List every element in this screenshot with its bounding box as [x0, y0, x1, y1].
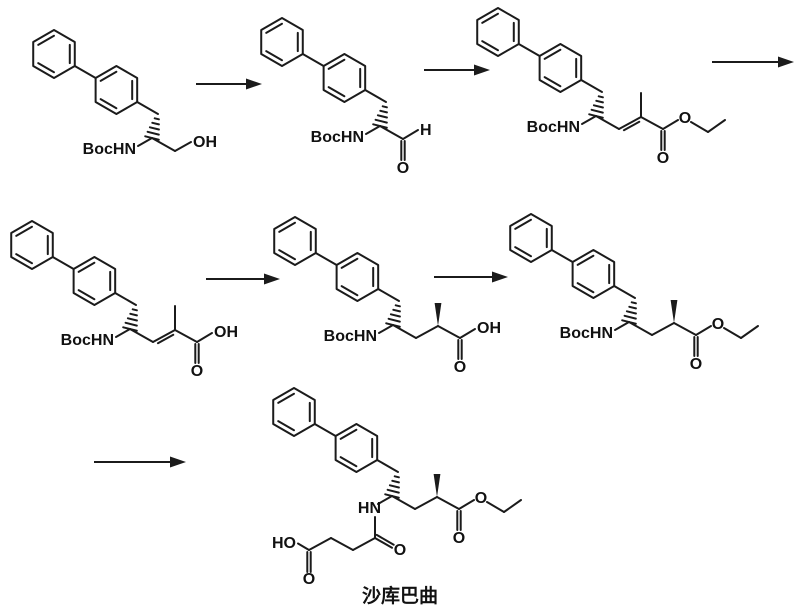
atom-label-o-carbonyl: O: [454, 359, 466, 376]
reaction-arrow-2: [424, 64, 490, 76]
structure-4-boc-unsaturated-acid: BocHN O OH: [10, 220, 238, 380]
atom-label-oh: OH: [477, 320, 501, 337]
reaction-arrow-1: [196, 78, 262, 90]
atom-label-o-ester: O: [712, 316, 724, 333]
atom-label-o-carbonyl: O: [191, 363, 203, 380]
atom-label-oh: OH: [214, 324, 238, 341]
reaction-arrow-6: [94, 456, 186, 468]
atom-label-o-carbonyl: O: [397, 160, 409, 177]
reaction-arrow-4: [206, 273, 280, 285]
product-caption: 沙库巴曲: [362, 584, 438, 607]
atom-label-o-ester: O: [475, 490, 487, 507]
reaction-arrow-5: [434, 271, 508, 283]
atom-label-hn: HN: [358, 500, 381, 517]
atom-label-ho: HO: [272, 535, 296, 552]
structure-3-boc-unsaturated-ethyl-ester: BocHN O O: [476, 7, 726, 167]
reaction-arrow-3: [712, 56, 794, 68]
atom-label-o-ester: O: [679, 110, 691, 127]
atom-label-o-carbonyl: O: [453, 530, 465, 547]
biphenylmethyl-fragment: [509, 213, 637, 331]
biphenylmethyl-fragment: [272, 387, 400, 505]
atom-label-o-amide: O: [394, 542, 406, 559]
biphenylmethyl-fragment: [476, 7, 604, 125]
atom-label-oh: OH: [193, 134, 217, 151]
structure-5-boc-saturated-acid: BocHN O OH: [273, 216, 501, 376]
biphenylmethyl-fragment: [260, 17, 388, 135]
atom-label-h: H: [420, 122, 432, 139]
atom-label-bochn: BocHN: [527, 119, 580, 136]
atom-label-o-carbonyl: O: [690, 356, 702, 373]
structure-6-boc-saturated-ethyl-ester: BocHN O O: [509, 213, 759, 373]
structure-1-boc-amino-alcohol: BocHN OH: [32, 29, 217, 158]
atom-label-o-carbonyl: O: [657, 150, 669, 167]
atom-label-bochn: BocHN: [61, 332, 114, 349]
structure-7-sacubitril: HN O HO O O O 沙库巴曲: [272, 387, 522, 607]
structure-2-boc-amino-aldehyde: BocHN H O: [260, 17, 432, 177]
biphenylmethyl-fragment: [32, 29, 160, 147]
atom-label-bochn: BocHN: [560, 325, 613, 342]
atom-label-bochn: BocHN: [83, 141, 136, 158]
atom-label-bochn: BocHN: [324, 328, 377, 345]
biphenylmethyl-fragment: [10, 220, 138, 338]
atom-label-o-acid: O: [303, 571, 315, 588]
atom-label-bochn: BocHN: [311, 129, 364, 146]
biphenylmethyl-fragment: [273, 216, 401, 334]
